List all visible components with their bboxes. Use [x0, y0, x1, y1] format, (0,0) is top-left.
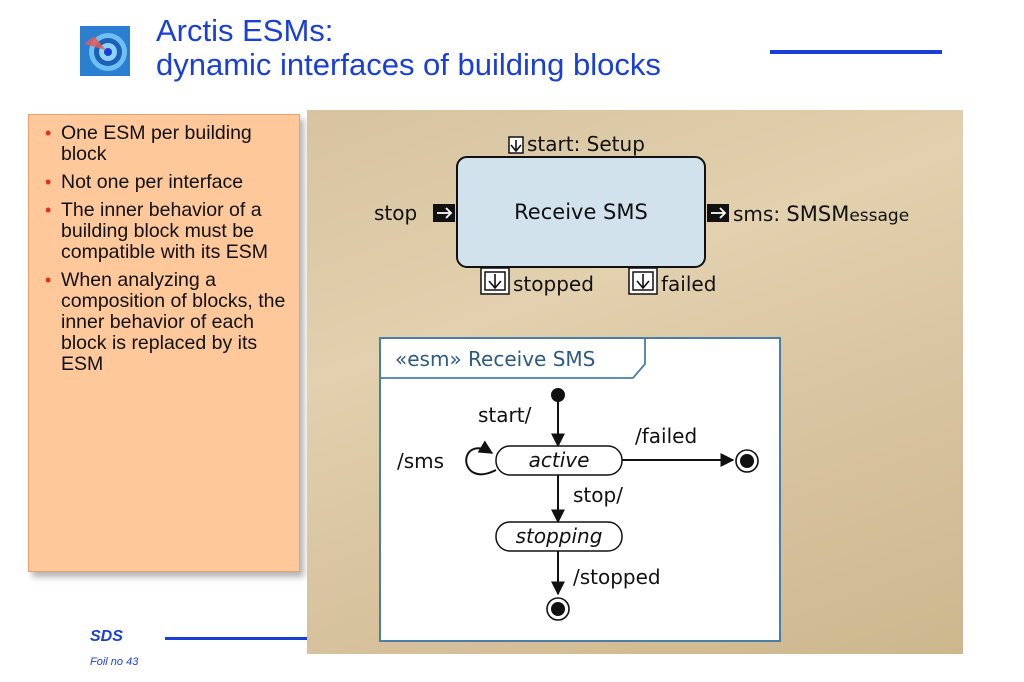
final-node-stopped [546, 597, 570, 621]
pin-stop [433, 204, 455, 222]
footer-brand: SDS [90, 628, 123, 645]
pin-stopped [480, 267, 510, 295]
pin-sms-label: sms: SMSMessage [733, 202, 909, 226]
receive-sms-block [456, 156, 706, 268]
transition-stop-label: stop/ [573, 483, 623, 507]
transition-sms-label: /sms [397, 449, 444, 473]
esm-frame-label: «esm» Receive SMS [395, 347, 595, 371]
title-line-2: dynamic interfaces of building blocks [156, 47, 661, 82]
transition-failed-label: /failed [635, 424, 697, 448]
final-node-failed [735, 449, 759, 473]
bullet-item: When analyzing a composition of blocks, … [45, 270, 299, 375]
bullet-item: One ESM per building block [45, 123, 299, 165]
title-line-1: Arctis ESMs: [156, 13, 334, 48]
esm-frame-tab [380, 338, 646, 379]
page-title: Arctis ESMs: dynamic interfaces of build… [156, 14, 661, 82]
esm-frame [379, 337, 781, 642]
block-name: Receive SMS [514, 200, 648, 224]
pin-failed-label: failed [661, 272, 716, 296]
initial-node [551, 388, 565, 402]
pin-sms [707, 204, 729, 222]
pin-start [508, 136, 524, 154]
transition-stopped-label: /stopped [573, 565, 661, 589]
bullet-list: One ESM per building block Not one per i… [29, 123, 299, 375]
footer-foil-number: Foil no 43 [90, 656, 139, 668]
pin-start-label: start: Setup [527, 132, 645, 156]
state-stopping-label: stopping [516, 524, 603, 548]
diagram-canvas: start: Setup Receive SMS stop sms: SMSMe… [374, 132, 909, 642]
transition-sms [465, 440, 497, 476]
pin-failed [628, 267, 658, 295]
transition-start-label: start/ [478, 403, 532, 427]
target-logo-icon [80, 26, 130, 76]
pin-stop-label: stop [374, 201, 417, 225]
bullet-item: Not one per interface [45, 172, 299, 194]
footer-rule [165, 637, 307, 640]
pin-stopped-label: stopped [513, 272, 594, 296]
title-rule [770, 50, 942, 54]
diagram-background: start: Setup Receive SMS stop sms: SMSMe… [307, 110, 963, 654]
state-active-label: active [529, 448, 590, 472]
bullet-panel: One ESM per building block Not one per i… [28, 114, 300, 572]
bullet-item: The inner behavior of a building block m… [45, 200, 299, 263]
